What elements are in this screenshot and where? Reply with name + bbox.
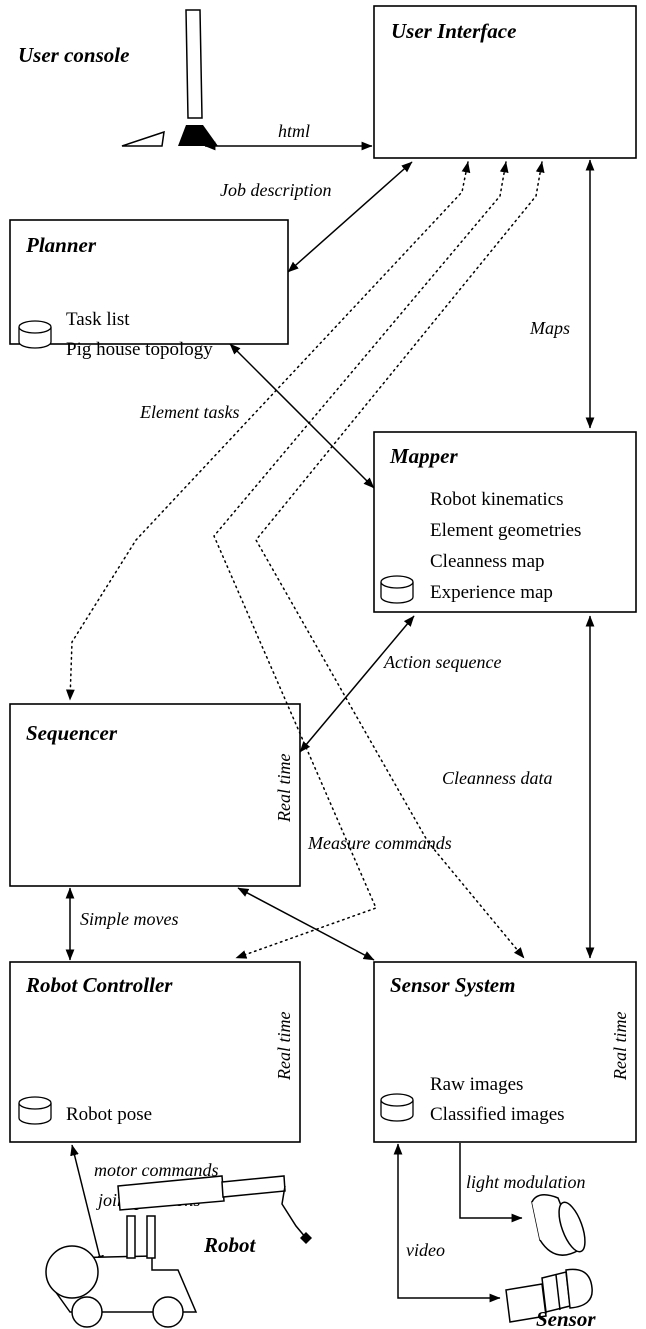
dotted-arrow-ui-robot-controller bbox=[213, 161, 509, 959]
measure-commands-label: Measure commands bbox=[307, 833, 452, 853]
element-tasks-label: Element tasks bbox=[139, 402, 239, 422]
maps-label: Maps bbox=[529, 318, 570, 338]
html-label: html bbox=[278, 121, 310, 141]
motor-commands-label: motor commands bbox=[94, 1160, 219, 1180]
keyboard bbox=[121, 130, 165, 147]
robot-arm-extension bbox=[221, 1175, 286, 1198]
robot-arm-tool bbox=[281, 1185, 307, 1239]
mapper-item-experience-map: Experience map bbox=[430, 582, 553, 603]
database-icon bbox=[18, 320, 52, 349]
robot-title: Robot bbox=[203, 1233, 257, 1257]
simple-moves-label: Simple moves bbox=[80, 909, 178, 929]
video-label: video bbox=[406, 1240, 445, 1260]
light-lens bbox=[558, 1201, 586, 1253]
robot-controller-title: Robot Controller bbox=[25, 973, 173, 997]
robot-wheel-front bbox=[71, 1296, 103, 1328]
motor-commands-arrow bbox=[70, 1144, 104, 1267]
mapper-box: Mapper Robot kinematics Element geometri… bbox=[373, 431, 637, 613]
job-description-arrow bbox=[287, 161, 413, 273]
robot-arm-base bbox=[117, 1175, 225, 1211]
database-icon bbox=[18, 1096, 52, 1125]
database-icon bbox=[380, 1093, 414, 1122]
element-tasks-arrow bbox=[229, 343, 375, 489]
robot-controller-realtime-label: Real time bbox=[274, 1012, 294, 1081]
action-sequence-label: Action sequence bbox=[383, 652, 501, 672]
database-icon bbox=[380, 575, 414, 604]
console-stand bbox=[178, 125, 218, 146]
mapper-item-geometries: Element geometries bbox=[430, 520, 581, 541]
planner-item-task-list: Task list bbox=[66, 309, 130, 330]
planner-box: Planner Task list Pig house topology bbox=[9, 219, 289, 360]
camera-drawing bbox=[505, 1268, 593, 1323]
sequencer-title: Sequencer bbox=[26, 721, 118, 745]
sensor-system-box: Sensor System Real time Raw images Class… bbox=[373, 961, 637, 1143]
job-description-label: Job description bbox=[220, 180, 331, 200]
camera-lens bbox=[565, 1268, 593, 1309]
robot-controller-box: Robot Controller Real time Robot pose bbox=[9, 961, 301, 1143]
robot-cab bbox=[45, 1245, 99, 1299]
camera-body bbox=[505, 1283, 547, 1323]
sensor-system-title: Sensor System bbox=[390, 973, 515, 997]
cleanness-data-label: Cleanness data bbox=[442, 768, 553, 788]
light-modulation-label: light modulation bbox=[466, 1172, 586, 1192]
robot-mast-2 bbox=[146, 1215, 156, 1259]
sensor-system-item-classified: Classified images bbox=[430, 1104, 565, 1125]
sensor-system-realtime-label: Real time bbox=[610, 1012, 630, 1081]
mapper-item-kinematics: Robot kinematics bbox=[430, 489, 564, 510]
action-sequence-arrow bbox=[299, 615, 415, 753]
user-interface-title: User Interface bbox=[391, 19, 516, 43]
sensor-title: Sensor bbox=[536, 1307, 596, 1329]
user-interface-box: User Interface bbox=[373, 5, 637, 159]
measure-commands-arrow bbox=[237, 887, 375, 961]
video-arrow bbox=[393, 1143, 501, 1303]
planner-item-topology: Pig house topology bbox=[66, 339, 213, 360]
robot-nozzle bbox=[300, 1232, 312, 1244]
user-console-title: User console bbox=[18, 43, 129, 67]
robot-wheel-rear bbox=[152, 1296, 184, 1328]
dotted-arrow-ui-sequencer bbox=[65, 161, 471, 701]
robot-mast-1 bbox=[126, 1215, 136, 1259]
robot-drawing bbox=[45, 1175, 312, 1328]
monitor-screen bbox=[185, 9, 203, 119]
sensor-system-item-raw: Raw images bbox=[430, 1074, 523, 1095]
robot-controller-item-pose: Robot pose bbox=[66, 1104, 152, 1125]
mapper-title: Mapper bbox=[389, 444, 458, 468]
mapper-item-cleanness-map: Cleanness map bbox=[430, 551, 545, 572]
user-console-drawing bbox=[121, 9, 218, 147]
planner-title: Planner bbox=[25, 233, 97, 257]
sequencer-realtime-label: Real time bbox=[274, 754, 294, 823]
sequencer-box: Sequencer Real time bbox=[9, 703, 301, 887]
dotted-arrow-ui-sensor-system bbox=[255, 161, 545, 959]
light-source-drawing bbox=[531, 1194, 586, 1256]
